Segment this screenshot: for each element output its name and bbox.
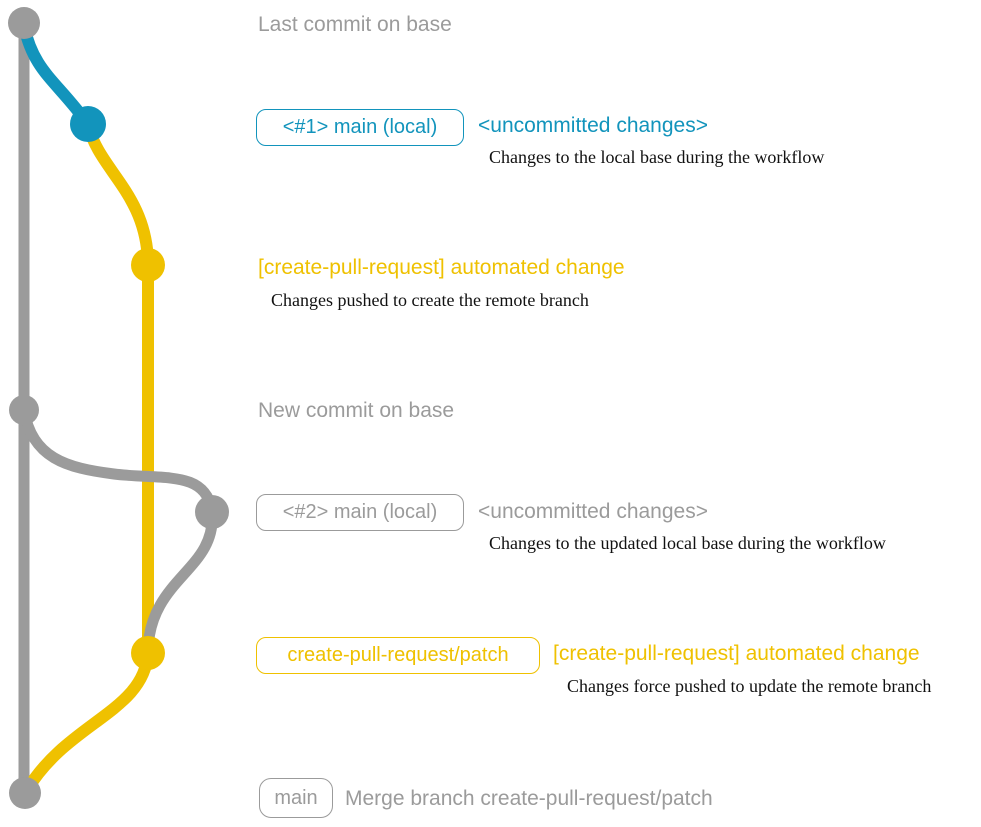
badge-main: main <box>259 778 333 818</box>
commit-dot-pr-2 <box>131 636 165 670</box>
merge-branch-note: Merge branch create-pull-request/patch <box>345 787 713 810</box>
automated-change-note-2: [create-pull-request] automated change <box>553 642 920 665</box>
commit-dot-local-1 <box>70 106 106 142</box>
caption-local-base-changes: Changes to the local base during the wor… <box>489 147 825 167</box>
local-main-branch-2-path <box>18 404 218 516</box>
commit-dot-pr-1 <box>131 248 165 282</box>
commit-dot-last-base <box>8 7 40 39</box>
uncommitted-changes-note-1: <uncommitted changes> <box>478 114 708 137</box>
last-commit-header: Last commit on base <box>258 13 452 36</box>
commit-dot-local-2 <box>195 495 229 529</box>
pr-branch-merge-path <box>21 647 154 796</box>
branch-graph <box>8 7 229 809</box>
caption-force-pushed-update-remote: Changes force pushed to update the remot… <box>567 676 932 696</box>
uncommitted-changes-note-2: <uncommitted changes> <box>478 500 708 523</box>
badge-create-pull-request-patch: create-pull-request/patch <box>256 637 540 674</box>
caption-updated-local-base-changes: Changes to the updated local base during… <box>489 533 886 553</box>
new-commit-header: New commit on base <box>258 399 455 422</box>
caption-pushed-create-remote: Changes pushed to create the remote bran… <box>271 290 589 310</box>
commit-dot-merge <box>9 777 41 809</box>
pr-branch-create-path <box>82 118 154 268</box>
commit-dot-new-base <box>9 395 39 425</box>
badge-main-local-2: <#2> main (local) <box>256 494 464 531</box>
badge-main-local-1: <#1> main (local) <box>256 109 464 146</box>
local-to-pr-force-push-path <box>142 506 218 656</box>
automated-change-note-1: [create-pull-request] automated change <box>258 256 625 279</box>
